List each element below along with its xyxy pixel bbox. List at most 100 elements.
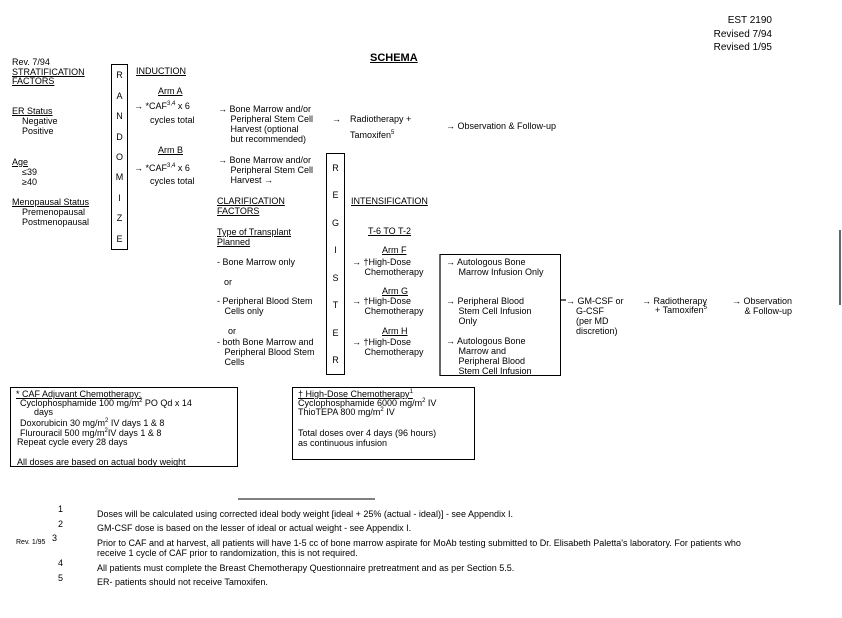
transplant-type-label-2: Planned — [217, 237, 251, 247]
randomize-letter: M — [115, 172, 124, 183]
protocol-number: EST 2190 — [727, 15, 772, 26]
register-letter: G — [331, 217, 339, 228]
arm-h-chemo: → †High-Dose Chemotherapy — [352, 337, 424, 357]
arm-a-label: Arm A — [158, 86, 183, 96]
schema-title: SCHEMA — [370, 52, 418, 64]
randomize-letter: I — [118, 192, 121, 203]
footnote-number: 4 — [58, 558, 64, 568]
caf-line: Repeat cycle every 28 days — [17, 437, 128, 447]
er-status-label: ER Status — [12, 106, 53, 116]
footnote-text: All patients must complete the Breast Ch… — [97, 563, 515, 573]
register-letter: R — [332, 162, 339, 173]
revision-date-1: Revised 7/94 — [713, 29, 772, 40]
arm-b-cycles: cycles total — [150, 176, 195, 186]
arm-f-infusion: → Autologous Bone Marrow Infusion Only — [446, 257, 544, 277]
footnote-text: GM-CSF dose is based on the lesser of id… — [97, 523, 412, 533]
arm-a-regimen: → *CAF3,4 x 6 — [134, 101, 190, 111]
register-letter: S — [332, 272, 339, 283]
caf-line: Cyclophosphamide 100 mg/m2 PO Qd x 14 — [20, 398, 192, 408]
randomize-letter: Z — [116, 213, 123, 224]
meno-option: Premenopausal — [22, 207, 86, 217]
high-dose-line: as continuous infusion — [298, 438, 388, 448]
caf-line: All doses are based on actual body weigh… — [17, 457, 186, 467]
arm-b-label: Arm B — [158, 145, 184, 155]
high-dose-line: Total doses over 4 days (96 hours) — [298, 428, 437, 438]
arm-a-tamoxifen: Tamoxifen5 — [350, 130, 395, 140]
footnote-text: Doses will be calculated using corrected… — [97, 509, 513, 519]
register-column: R E G I S T E R — [326, 153, 345, 375]
menopausal-label: Menopausal Status — [12, 197, 90, 207]
register-letter: I — [334, 245, 337, 256]
register-letter: R — [332, 355, 339, 366]
arm-a-observation: → Observation & Follow-up — [446, 121, 557, 131]
high-dose-line: Cyclophosphamide 6000 mg/m2 IV — [298, 398, 437, 408]
tamoxifen-step: + Tamoxifen5 — [655, 305, 707, 315]
arm-g-infusion: → Peripheral Blood Stem Cell Infusion On… — [446, 296, 532, 326]
arrow-icon: → — [332, 114, 341, 124]
caf-line: days — [34, 407, 54, 417]
age-label: Age — [12, 157, 29, 167]
arm-a-radiotherapy: Radiotherapy + — [350, 114, 412, 124]
transplant-option-bm: - Bone Marrow only — [217, 257, 296, 267]
arm-f-label: Arm F — [382, 245, 407, 255]
randomize-column: R A N D O M I Z E — [111, 64, 128, 250]
footnote-number: 1 — [58, 504, 64, 514]
randomize-letter: D — [116, 131, 123, 142]
age-option: ≥40 — [22, 177, 37, 187]
arm-f-chemo: → †High-Dose Chemotherapy — [352, 257, 424, 277]
revision-date-2: Revised 1/95 — [713, 42, 772, 53]
stratification-title-2: FACTORS — [12, 76, 55, 86]
gm-csf-step: → GM-CSF or G-CSF (per MD discretion) — [566, 296, 624, 336]
or-label: or — [224, 277, 233, 287]
caf-line: Doxorubicin 30 mg/m2 IV days 1 & 8 — [20, 418, 165, 428]
or-label: or — [228, 326, 237, 336]
arm-h-infusion: → Autologous Bone Marrow and Peripheral … — [446, 336, 532, 376]
randomize-letter: O — [115, 151, 123, 162]
footnote-rev-note: Rev. 1/95 — [16, 539, 46, 546]
observation-step: → Observation & Follow-up — [732, 296, 793, 316]
high-dose-line: ThioTEPA 800 mg/m2 IV — [298, 407, 395, 417]
register-letter: E — [332, 190, 339, 201]
arm-b-harvest: → Bone Marrow and/or Peripheral Stem Cel… — [218, 155, 314, 185]
clarification-title-2: FACTORS — [217, 206, 260, 216]
register-letter: T — [332, 300, 339, 311]
age-option: ≤39 — [22, 167, 37, 177]
arm-a-harvest: → Bone Marrow and/or Peripheral Stem Cel… — [218, 104, 314, 144]
randomize-letter: R — [116, 70, 123, 81]
clarification-title: CLARIFICATION — [217, 196, 285, 206]
randomize-letter: E — [116, 233, 123, 244]
stratification-title: STRATIFICATION — [12, 67, 85, 77]
footnote-text: ER- patients should not receive Tamoxife… — [97, 577, 268, 587]
transplant-option-pbsc: - Peripheral Blood Stem Cells only — [217, 296, 313, 316]
er-option: Negative — [22, 116, 58, 126]
meno-option: Postmenopausal — [22, 217, 90, 227]
randomize-letter: N — [116, 111, 123, 122]
arm-b-regimen: → *CAF3,4 x 6 — [134, 163, 190, 173]
intensification-timing: T-6 TO T-2 — [368, 226, 412, 236]
caf-line: Flurouracil 500 mg/m2IV days 1 & 8 — [20, 428, 162, 438]
arm-a-cycles: cycles total — [150, 115, 195, 125]
intensification-title: INTENSIFICATION — [351, 196, 428, 206]
footnote-text: receive 1 cycle of CAF prior to randomiz… — [97, 548, 358, 558]
infusion-bracket — [440, 254, 561, 376]
arm-h-label: Arm H — [382, 326, 408, 336]
induction-title: INDUCTION — [136, 66, 186, 76]
footnote-text: Prior to CAF and at harvest, all patient… — [97, 538, 741, 548]
arm-g-chemo: → †High-Dose Chemotherapy — [352, 296, 424, 316]
high-dose-chemotherapy-box — [292, 387, 475, 460]
high-dose-title: † High-Dose Chemotherapy1 — [298, 389, 413, 399]
caf-chemotherapy-box — [10, 387, 238, 467]
transplant-option-both: - both Bone Marrow and Peripheral Blood … — [217, 337, 315, 367]
arm-g-label: Arm G — [382, 286, 408, 296]
radiotherapy-step: → Radiotherapy — [642, 296, 708, 306]
footnote-number: 2 — [58, 519, 64, 529]
transplant-type-label: Type of Transplant — [217, 227, 292, 237]
rev-note: Rev. 7/94 — [12, 57, 50, 67]
footnote-number: 3 — [52, 533, 58, 543]
randomize-letter: A — [116, 90, 123, 101]
er-option: Positive — [22, 126, 54, 136]
caf-title: * CAF Adjuvant Chemotherapy: — [16, 389, 142, 399]
footnote-number: 5 — [58, 573, 64, 583]
register-letter: E — [332, 327, 339, 338]
